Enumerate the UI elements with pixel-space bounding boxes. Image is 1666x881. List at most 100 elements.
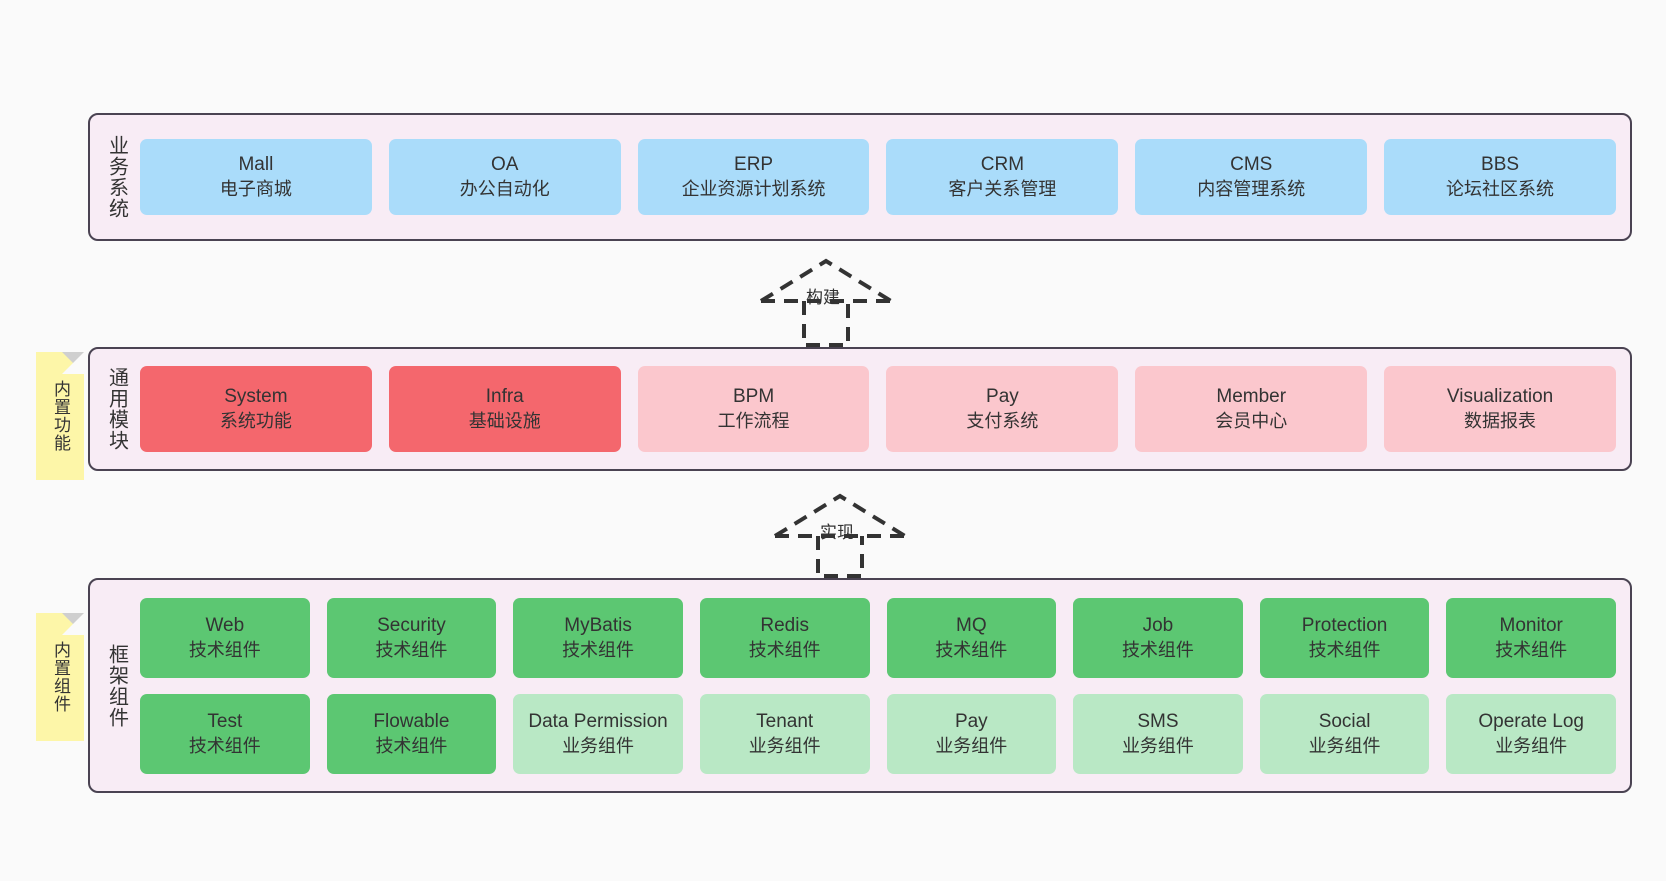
connector-build-icon xyxy=(759,258,893,347)
card-title-en: Redis xyxy=(760,614,809,636)
note-fold-bg-icon xyxy=(62,352,84,374)
card-bbs[interactable]: BBS 论坛社区系统 xyxy=(1384,139,1616,215)
card-title-en: BBS xyxy=(1481,154,1520,175)
card-row: Mall 电子商城 OA 办公自动化 ERP 企业资源计划系统 CRM 客户关系… xyxy=(140,139,1616,215)
card-title-en: MQ xyxy=(956,614,987,636)
note-fold-bg-icon xyxy=(62,613,84,635)
card-title-cn: 技术组件 xyxy=(1121,639,1194,660)
note-label: 内置组件 xyxy=(51,641,70,713)
card-title-cn: 内容管理系统 xyxy=(1197,179,1306,199)
card-flowable[interactable]: Flowable 技术组件 xyxy=(326,693,497,774)
card-title-cn: 技术组件 xyxy=(188,735,261,756)
card-cms[interactable]: CMS 内容管理系统 xyxy=(1135,139,1368,215)
card-title-en: Web xyxy=(205,614,245,636)
layer-body-common-modules: System 系统功能 Infra 基础设施 BPM 工作流程 Pay 支付系统… xyxy=(136,349,1630,469)
card-title-cn: 技术组件 xyxy=(1308,639,1381,660)
card-title-en: Pay xyxy=(954,710,988,732)
card-security[interactable]: Security 技术组件 xyxy=(326,597,497,678)
layer-body-business-systems: Mall 电子商城 OA 办公自动化 ERP 企业资源计划系统 CRM 客户关系… xyxy=(136,115,1630,239)
card-title-en: CRM xyxy=(980,154,1025,175)
connector-implement: 实现 xyxy=(770,491,920,579)
card-title-cn: 数据报表 xyxy=(1464,411,1537,431)
card-tenant[interactable]: Tenant 业务组件 xyxy=(699,693,870,774)
connector-build-label: 构建 xyxy=(806,288,840,307)
layer-title-common-modules: 通用模块 xyxy=(105,367,128,451)
card-title-cn: 企业资源计划系统 xyxy=(681,179,826,199)
card-title-en: BPM xyxy=(732,386,775,407)
card-title-cn: 电子商城 xyxy=(219,179,292,199)
connector-build: 构建 xyxy=(756,256,906,348)
card-mall[interactable]: Mall 电子商城 xyxy=(140,139,372,215)
card-title-en: SMS xyxy=(1137,710,1179,732)
card-title-en: Pay xyxy=(986,386,1019,407)
card-title-en: Visualization xyxy=(1446,386,1554,407)
card-title-en: Job xyxy=(1142,614,1174,636)
card-title-en: Data Permission xyxy=(528,710,668,732)
card-data-permission[interactable]: Data Permission 业务组件 xyxy=(513,693,683,774)
card-title-cn: 技术组件 xyxy=(375,735,448,756)
card-social[interactable]: Social 业务组件 xyxy=(1259,693,1430,774)
card-title-cn: 基础设施 xyxy=(468,411,541,431)
card-title-en: Member xyxy=(1216,386,1287,407)
card-title-cn: 业务组件 xyxy=(748,735,821,756)
layer-framework-components: 框架组件 Web 技术组件 Security 技术组件 MyBatis 技术组件… xyxy=(88,578,1632,793)
card-pay-component[interactable]: Pay 业务组件 xyxy=(886,693,1057,774)
card-protection[interactable]: Protection 技术组件 xyxy=(1259,597,1430,678)
card-title-cn: 客户关系管理 xyxy=(948,179,1057,199)
card-title-en: Operate Log xyxy=(1478,710,1584,732)
layer-title-framework-components: 框架组件 xyxy=(105,643,128,728)
card-mq[interactable]: MQ 技术组件 xyxy=(886,597,1057,678)
card-title-cn: 会员中心 xyxy=(1215,411,1288,431)
card-title-cn: 业务组件 xyxy=(1308,735,1381,756)
card-bpm[interactable]: BPM 工作流程 xyxy=(637,366,870,452)
card-title-cn: 技术组件 xyxy=(188,639,261,660)
card-title-en: Security xyxy=(377,614,446,636)
card-mybatis[interactable]: MyBatis 技术组件 xyxy=(513,597,683,678)
card-web[interactable]: Web 技术组件 xyxy=(140,597,310,678)
card-title-en: Social xyxy=(1318,710,1371,732)
card-job[interactable]: Job 技术组件 xyxy=(1073,597,1243,678)
connector-implement-label: 实现 xyxy=(820,523,854,542)
card-title-cn: 论坛社区系统 xyxy=(1446,179,1555,199)
card-title-cn: 技术组件 xyxy=(562,639,635,660)
card-oa[interactable]: OA 办公自动化 xyxy=(388,139,621,215)
layer-title-business-systems: 业务系统 xyxy=(105,135,128,219)
card-monitor[interactable]: Monitor 技术组件 xyxy=(1446,597,1616,678)
card-row: System 系统功能 Infra 基础设施 BPM 工作流程 Pay 支付系统… xyxy=(140,366,1616,452)
card-title-cn: 办公自动化 xyxy=(459,179,550,199)
card-title-en: Mall xyxy=(238,154,274,175)
card-title-cn: 业务组件 xyxy=(1121,735,1194,756)
card-redis[interactable]: Redis 技术组件 xyxy=(699,597,870,678)
note-builtin-features: 内置功能 xyxy=(36,352,84,480)
card-crm[interactable]: CRM 客户关系管理 xyxy=(886,139,1119,215)
layer-business-systems: 业务系统 Mall 电子商城 OA 办公自动化 ERP 企业资源计划系统 CRM… xyxy=(88,113,1632,241)
card-title-en: Monitor xyxy=(1499,614,1563,636)
card-sms[interactable]: SMS 业务组件 xyxy=(1073,693,1243,774)
card-title-en: Flowable xyxy=(373,710,450,732)
card-infra[interactable]: Infra 基础设施 xyxy=(388,366,621,452)
card-title-en: Test xyxy=(207,710,243,732)
card-title-cn: 业务组件 xyxy=(935,735,1008,756)
note-builtin-components: 内置组件 xyxy=(36,613,84,741)
card-title-en: MyBatis xyxy=(564,614,632,636)
card-title-cn: 技术组件 xyxy=(375,639,448,660)
card-title-en: Protection xyxy=(1301,614,1388,636)
card-row: Web 技术组件 Security 技术组件 MyBatis 技术组件 Redi… xyxy=(140,597,1616,678)
card-title-en: OA xyxy=(491,154,519,175)
card-test[interactable]: Test 技术组件 xyxy=(140,693,310,774)
card-operate-log[interactable]: Operate Log 业务组件 xyxy=(1446,693,1616,774)
card-erp[interactable]: ERP 企业资源计划系统 xyxy=(637,139,870,215)
card-row: Test 技术组件 Flowable 技术组件 Data Permission … xyxy=(140,693,1616,774)
card-title-cn: 技术组件 xyxy=(748,639,821,660)
card-title-en: System xyxy=(224,386,288,407)
card-system[interactable]: System 系统功能 xyxy=(140,366,372,452)
card-pay-module[interactable]: Pay 支付系统 xyxy=(886,366,1119,452)
card-title-cn: 技术组件 xyxy=(935,639,1008,660)
card-title-en: CMS xyxy=(1230,154,1273,175)
card-member[interactable]: Member 会员中心 xyxy=(1135,366,1368,452)
card-visualization[interactable]: Visualization 数据报表 xyxy=(1384,366,1616,452)
card-title-en: Infra xyxy=(485,386,524,407)
note-label: 内置功能 xyxy=(51,380,70,452)
card-title-en: Tenant xyxy=(756,710,814,732)
